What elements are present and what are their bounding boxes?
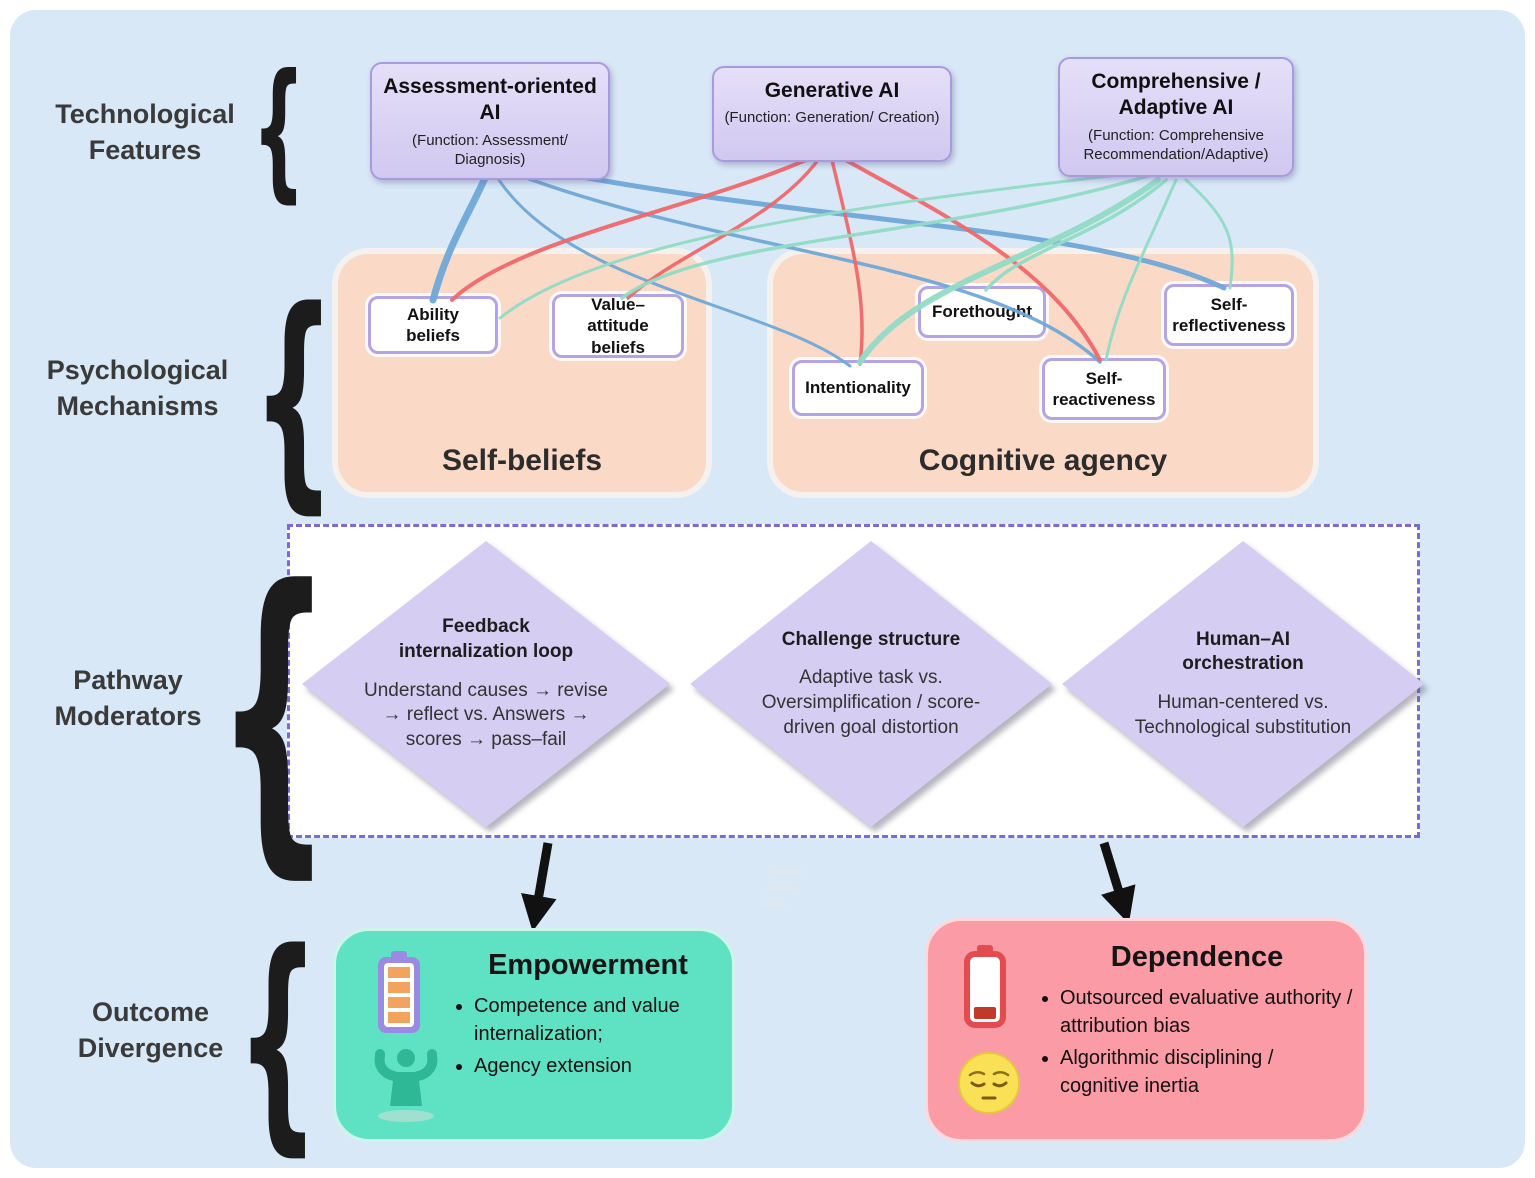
moderator-body: Adaptive task vs. Oversimplification / s…	[761, 667, 981, 738]
moderator-title: Feedback internalization loop	[398, 616, 574, 662]
mechanism-ability-beliefs: Ability beliefs	[368, 296, 498, 354]
brace-icon: {	[236, 903, 320, 1176]
mechanism-value-attitude-beliefs: Value–attitude beliefs	[552, 294, 684, 358]
battery-full-icon	[376, 951, 422, 1040]
diamond-shape: Feedback internalization loop Understand…	[302, 541, 670, 827]
mechanism-intentionality: Intentionality	[792, 360, 924, 416]
outcome-title: Dependence	[1110, 941, 1284, 973]
outcome-empowerment: Empowerment Competence and value interna…	[333, 928, 735, 1142]
group-label-self-beliefs: Self-beliefs	[441, 444, 603, 477]
moderator-body: Understand causes → revise → reflect vs.…	[364, 679, 608, 751]
ai-box-subtitle: (Function: Generation/ Creation)	[724, 109, 940, 127]
section-label-outcome-divergence: Outcome Divergence	[77, 997, 224, 1064]
mechanism-self-reflectiveness: Self-reflectiveness	[1164, 284, 1294, 346]
battery-low-icon	[962, 945, 1008, 1034]
ai-box-subtitle: (Function: Assessment/ Diagnosis)	[412, 131, 568, 169]
ai-box-comprehensive-adaptive: Comprehensive / Adaptive AI (Function: C…	[1058, 57, 1294, 177]
moderator-title: Challenge structure	[781, 628, 961, 650]
outcome-bullet: Competence and value internalization;	[474, 992, 724, 1048]
outcome-bullet: Agency extension	[474, 1052, 724, 1080]
ai-box-assessment-oriented: Assessment-oriented AI (Function: Assess…	[370, 62, 610, 180]
section-label-pathway-moderators: Pathway Moderators	[54, 665, 202, 732]
outcome-bullet-list: Outsourced evaluative authority / attrib…	[1038, 984, 1356, 1100]
group-label-cognitive-agency: Cognitive agency	[918, 444, 1168, 477]
section-label-technological-features: Technological Features	[55, 99, 235, 166]
ai-box-title: Generative AI	[764, 79, 900, 102]
outcome-bullet: Algorithmic disciplining / cognitive ine…	[1060, 1044, 1356, 1100]
outcome-title: Empowerment	[488, 949, 688, 981]
brace-icon: {	[252, 261, 336, 534]
ai-box-title: Assessment-oriented AI	[383, 75, 597, 125]
pathway-moderators-box: Feedback internalization loop Understand…	[287, 524, 1424, 838]
flex-figure-icon	[364, 1040, 448, 1129]
moderator-human-ai-orchestration: Human–AI orchestration Human-centered vs…	[1062, 541, 1424, 827]
group-self-beliefs: Ability beliefs Value–attitude beliefs S…	[338, 254, 706, 492]
brace-icon: {	[215, 521, 333, 905]
mechanism-forethought: Forethought	[918, 286, 1046, 338]
diamond-shape: Human–AI orchestration Human-centered vs…	[1062, 541, 1424, 827]
ai-box-generative: Generative AI (Function: Generation/ Cre…	[712, 66, 952, 162]
outcome-dependence: Dependence Outsourced evaluative authori…	[925, 918, 1367, 1142]
ai-box-subtitle: (Function: Comprehensive Recommendation/…	[1083, 126, 1269, 164]
moderator-body: Human-centered vs. Technological substit…	[1134, 692, 1352, 738]
moderator-title: Human–AI orchestration	[1182, 628, 1304, 675]
moderator-challenge-structure: Challenge structure Adaptive task vs. Ov…	[690, 541, 1052, 827]
group-cognitive-agency: Intentionality Forethought Self-reactive…	[773, 254, 1313, 492]
ai-box-title: Comprehensive / Adaptive AI	[1091, 70, 1261, 120]
brace-icon: {	[252, 43, 306, 217]
outcome-bullet-list: Competence and value internalization; Ag…	[452, 992, 724, 1080]
outcome-bullet: Outsourced evaluative authority / attrib…	[1060, 984, 1356, 1040]
moderator-feedback-internalization-loop: Feedback internalization loop Understand…	[302, 541, 670, 827]
diamond-shape: Challenge structure Adaptive task vs. Ov…	[690, 541, 1052, 827]
mechanism-self-reactiveness: Self-reactiveness	[1042, 358, 1166, 420]
tired-face-icon	[956, 1050, 1022, 1121]
section-label-psychological-mechanisms: Psychological Mechanisms	[46, 355, 229, 422]
